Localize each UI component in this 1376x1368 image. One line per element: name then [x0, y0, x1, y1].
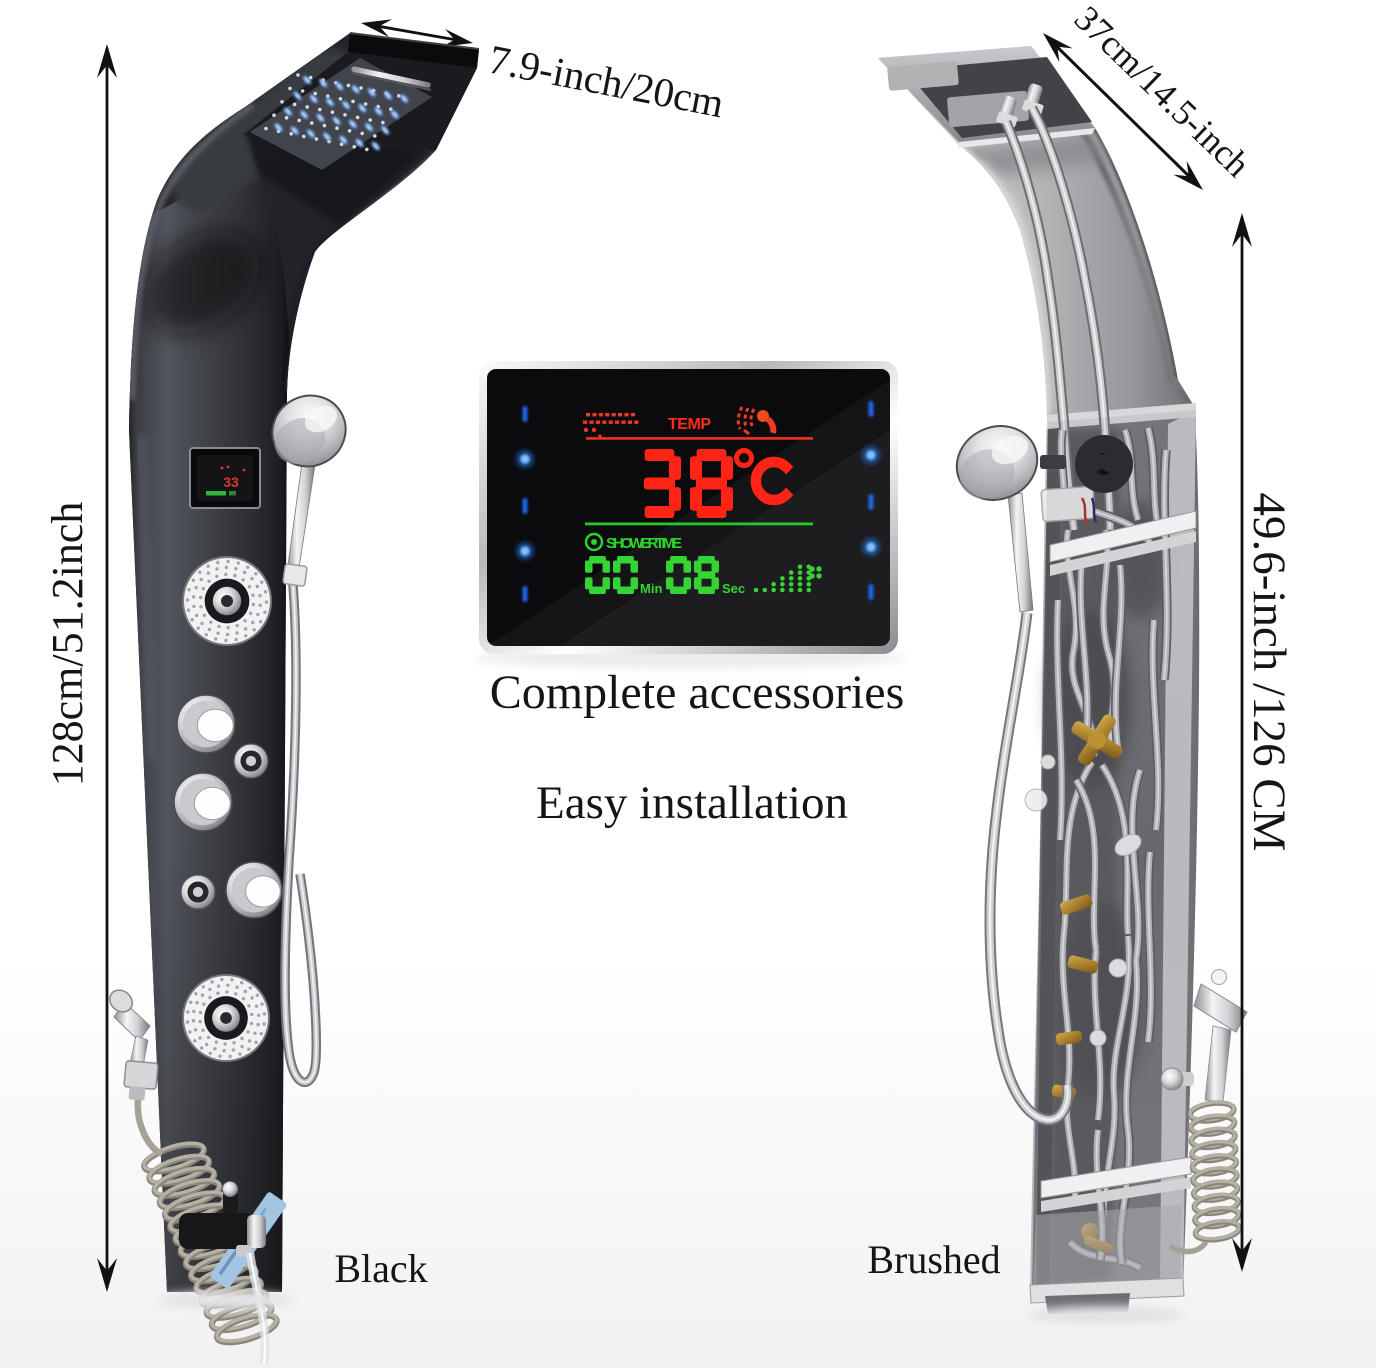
- svg-text:TEMP: TEMP: [668, 416, 711, 433]
- svg-text:SHOWERTIME: SHOWERTIME: [606, 535, 682, 552]
- svg-text:Black: Black: [334, 1246, 427, 1291]
- svg-text:33: 33: [223, 474, 239, 490]
- svg-text:Brushed: Brushed: [867, 1237, 1000, 1282]
- svg-text:Complete accessories: Complete accessories: [490, 666, 905, 719]
- svg-text:Easy installation: Easy installation: [536, 777, 848, 829]
- svg-text:Min: Min: [640, 581, 662, 596]
- svg-text:Sec: Sec: [722, 581, 745, 596]
- svg-text:128cm/51.2inch: 128cm/51.2inch: [43, 502, 92, 787]
- svg-text:49.6-inch /126 CM: 49.6-inch /126 CM: [1243, 492, 1295, 851]
